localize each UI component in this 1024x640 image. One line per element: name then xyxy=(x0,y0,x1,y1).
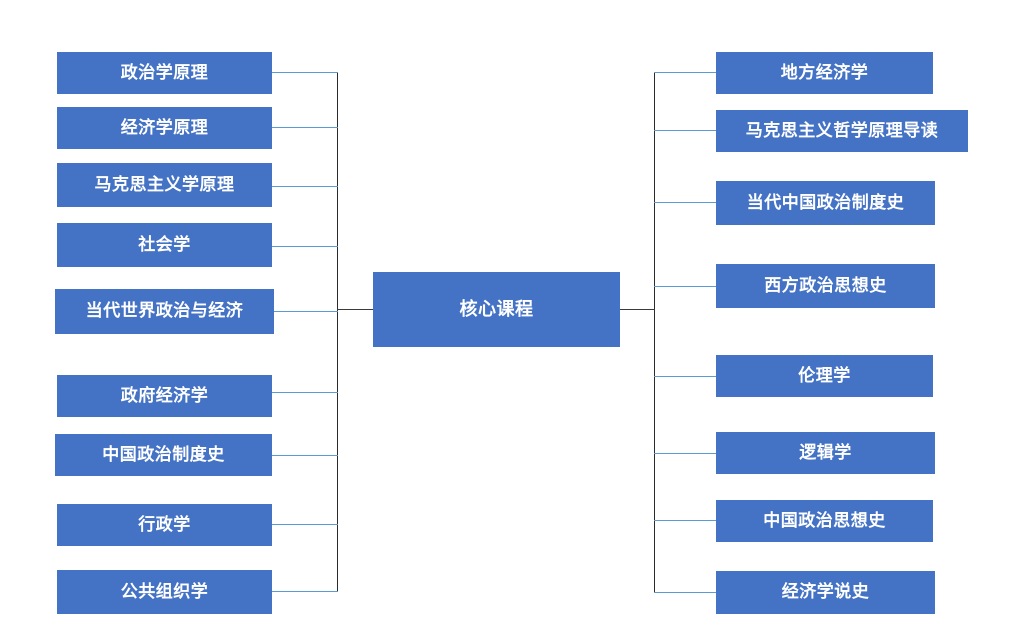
center-right-stem xyxy=(619,309,655,310)
node-right-8[interactable]: 经济学说史 xyxy=(716,571,935,614)
node-left-5-label: 当代世界政治与经济 xyxy=(85,301,244,321)
node-center-core-courses[interactable]: 核心课程 xyxy=(373,272,620,347)
node-right-2-label: 马克思主义哲学原理导读 xyxy=(745,120,939,140)
node-left-3[interactable]: 马克思主义学原理 xyxy=(57,163,272,207)
right-branch-line-2 xyxy=(654,130,716,131)
left-branch-line-2 xyxy=(272,127,338,128)
node-left-3-label: 马克思主义学原理 xyxy=(94,174,235,194)
node-left-4-label: 社会学 xyxy=(138,234,191,254)
node-left-2-label: 经济学原理 xyxy=(120,117,209,137)
node-left-4[interactable]: 社会学 xyxy=(57,223,272,267)
node-right-6[interactable]: 逻辑学 xyxy=(716,432,935,474)
node-right-3[interactable]: 当代中国政治制度史 xyxy=(716,181,935,225)
node-right-4[interactable]: 西方政治思想史 xyxy=(716,264,935,308)
left-trunk-line xyxy=(337,72,338,591)
node-left-2[interactable]: 经济学原理 xyxy=(57,107,272,149)
node-left-1[interactable]: 政治学原理 xyxy=(57,52,272,94)
node-right-5-label: 伦理学 xyxy=(798,365,851,385)
node-left-8-label: 行政学 xyxy=(138,514,191,534)
node-right-2[interactable]: 马克思主义哲学原理导读 xyxy=(716,110,968,152)
right-branch-line-8 xyxy=(654,592,716,593)
right-branch-line-1 xyxy=(654,72,716,73)
node-left-6-label: 政府经济学 xyxy=(120,385,209,405)
node-right-5[interactable]: 伦理学 xyxy=(716,355,933,397)
node-right-1-label: 地方经济学 xyxy=(780,62,869,82)
center-left-stem xyxy=(337,309,375,310)
node-left-5[interactable]: 当代世界政治与经济 xyxy=(55,289,274,334)
right-branch-line-5 xyxy=(654,376,716,377)
left-branch-line-1 xyxy=(272,72,338,73)
node-right-8-label: 经济学说史 xyxy=(781,582,870,602)
node-left-8[interactable]: 行政学 xyxy=(57,504,272,546)
left-branch-line-7 xyxy=(272,455,338,456)
node-right-7[interactable]: 中国政治思想史 xyxy=(716,500,933,542)
node-left-7[interactable]: 中国政治制度史 xyxy=(55,434,272,476)
left-branch-line-8 xyxy=(272,524,338,525)
node-right-4-label: 西方政治思想史 xyxy=(764,275,887,295)
left-branch-line-9 xyxy=(272,591,338,592)
node-left-7-label: 中国政治制度史 xyxy=(102,444,225,464)
right-branch-line-7 xyxy=(654,520,716,521)
left-branch-line-6 xyxy=(272,392,338,393)
right-branch-line-3 xyxy=(654,202,716,203)
node-left-9-label: 公共组织学 xyxy=(120,581,209,601)
right-trunk-line xyxy=(654,72,655,592)
node-right-3-label: 当代中国政治制度史 xyxy=(746,192,905,212)
node-left-1-label: 政治学原理 xyxy=(120,62,209,82)
node-right-1[interactable]: 地方经济学 xyxy=(716,52,933,94)
left-branch-line-3 xyxy=(272,186,338,187)
left-branch-line-4 xyxy=(272,246,338,247)
node-right-7-label: 中国政治思想史 xyxy=(763,510,886,530)
node-left-6[interactable]: 政府经济学 xyxy=(57,375,272,417)
right-branch-line-6 xyxy=(654,453,716,454)
node-center-label: 核心课程 xyxy=(459,298,534,319)
node-left-9[interactable]: 公共组织学 xyxy=(57,570,272,614)
node-right-6-label: 逻辑学 xyxy=(799,442,852,462)
right-branch-line-4 xyxy=(654,286,716,287)
left-branch-line-5 xyxy=(272,311,338,312)
